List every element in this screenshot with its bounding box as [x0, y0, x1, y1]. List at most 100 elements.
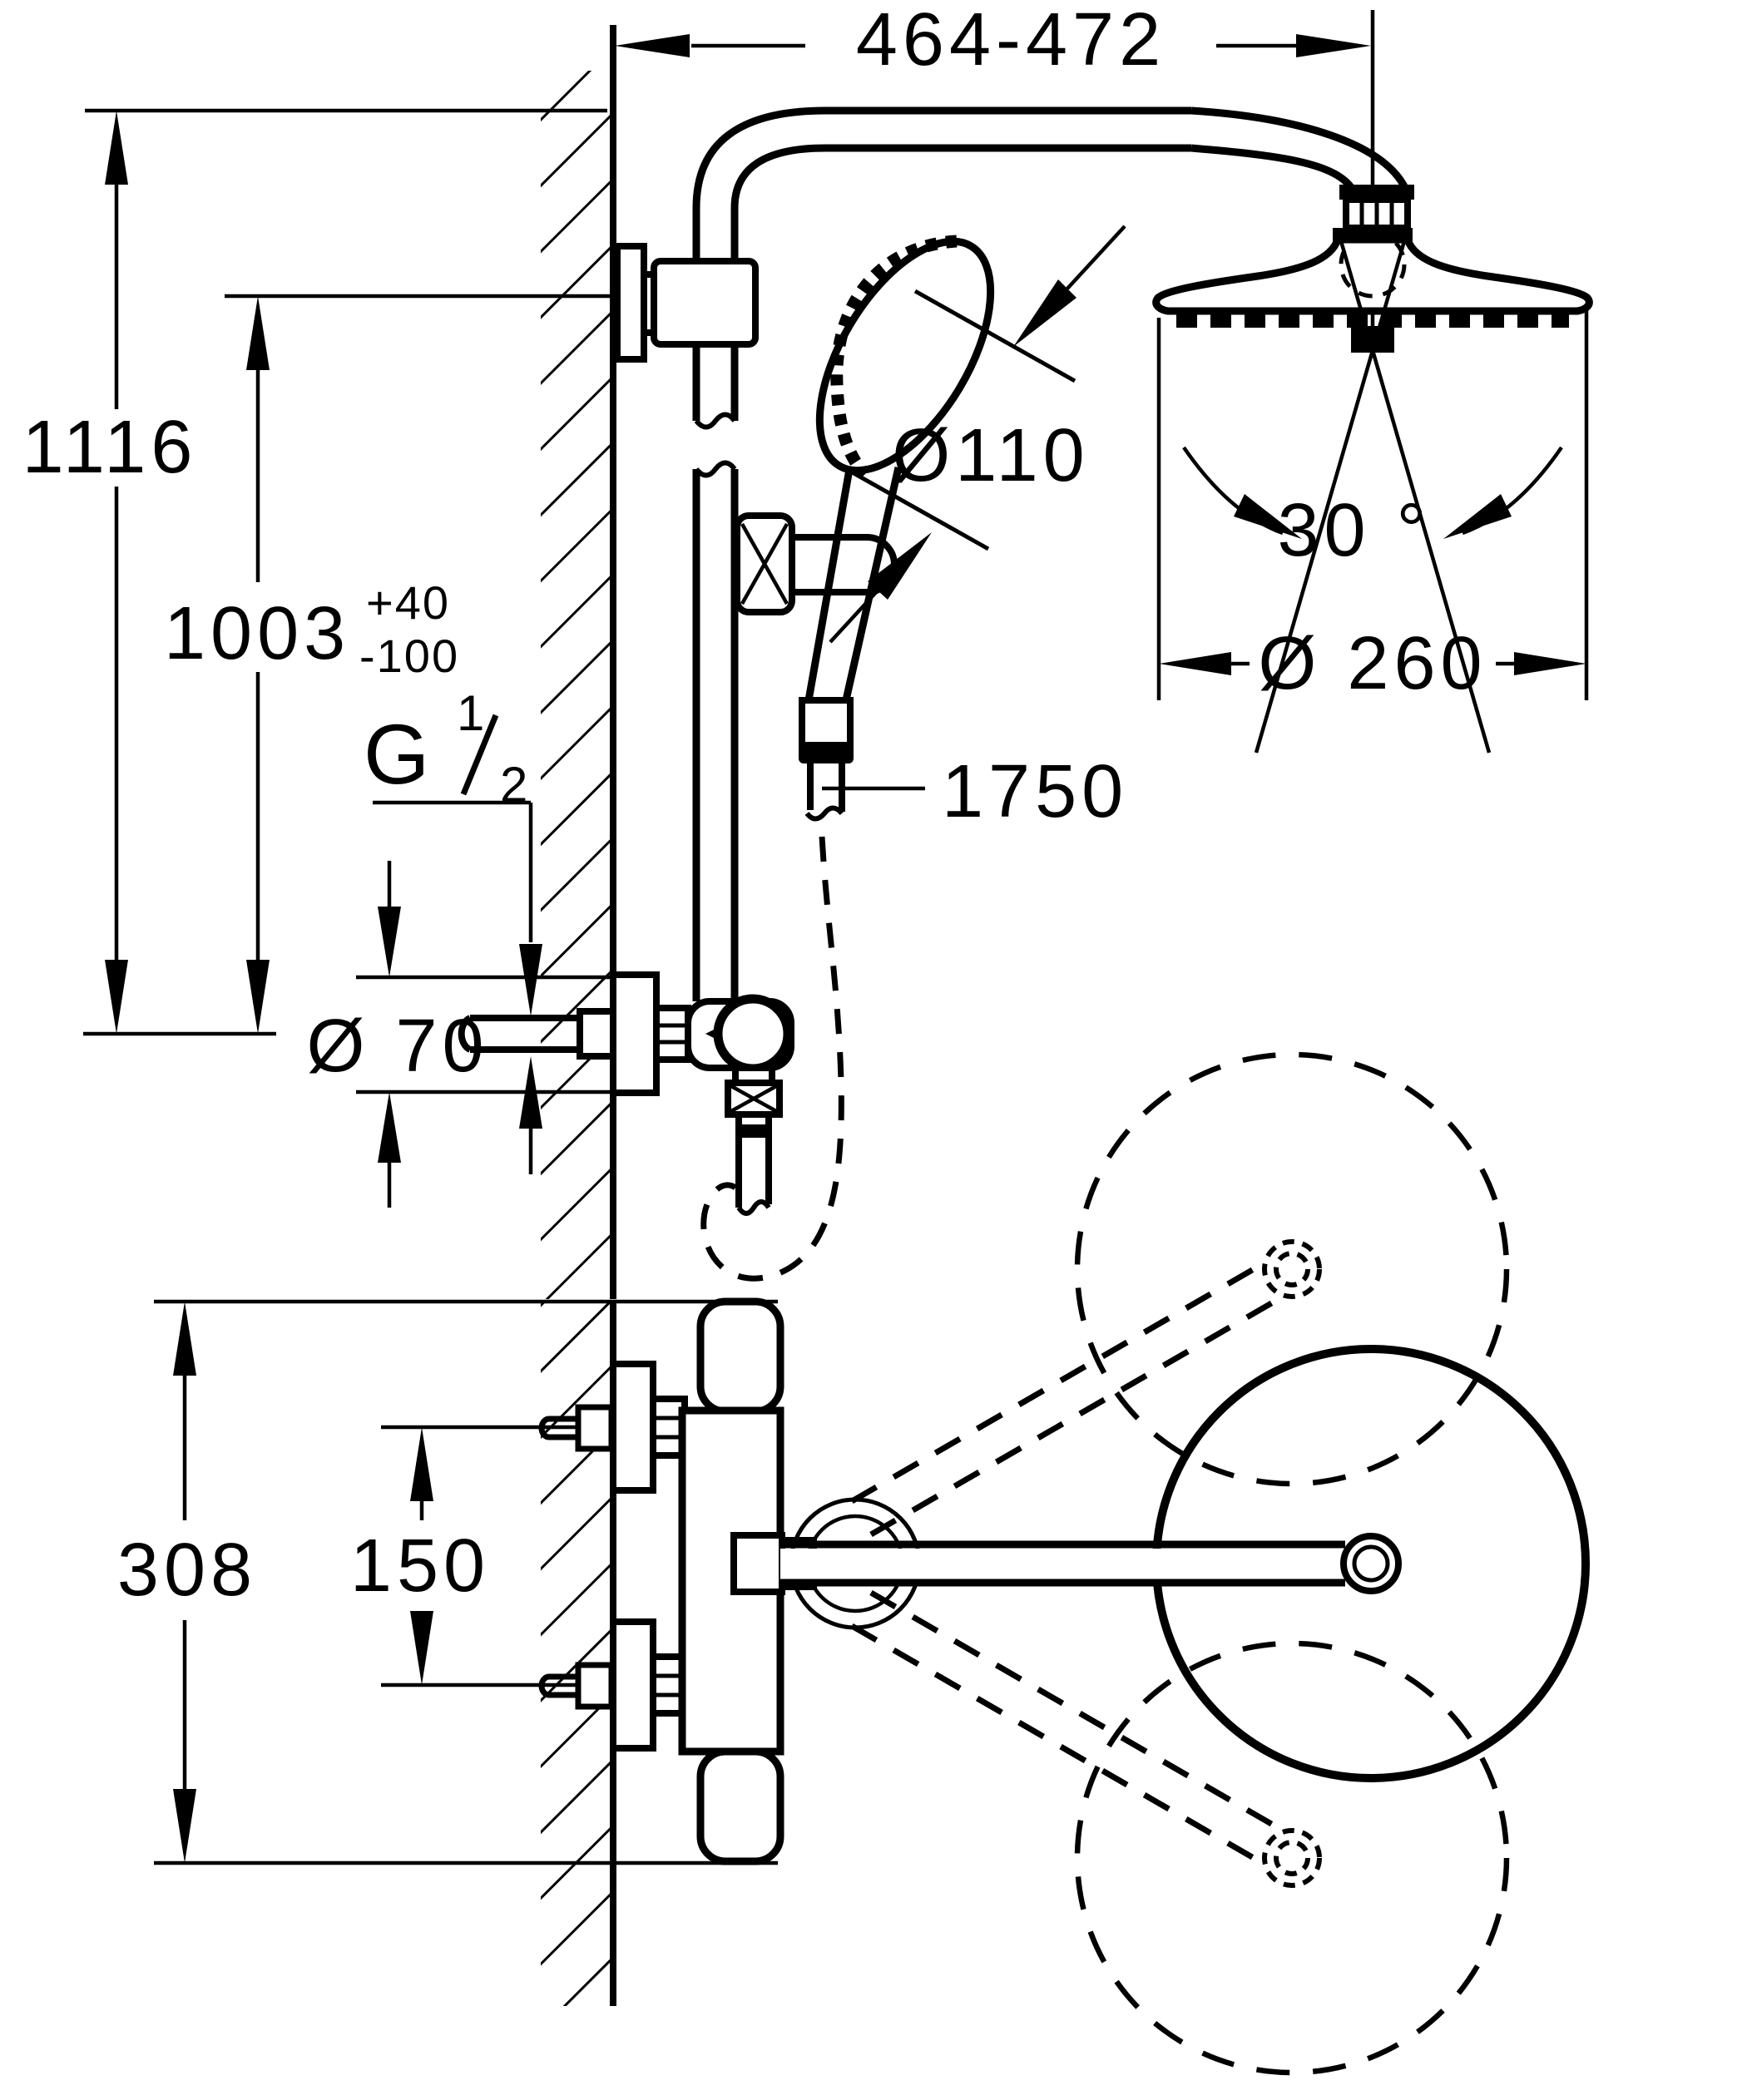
- arrow-left-icon: [1443, 494, 1512, 539]
- top-pipe: [825, 106, 1191, 152]
- swivel-circle-lower: [1074, 1640, 1510, 2076]
- hex-nut-facets: [656, 1023, 688, 1045]
- handshower-spray-face: [830, 235, 958, 479]
- pipe-end-cap: [458, 1015, 472, 1053]
- wall-hatching: [541, 71, 613, 1299]
- escutcheon-bottom: [610, 1618, 656, 1752]
- handle-bottom: [696, 1747, 784, 1865]
- arm-bend-inner: [1190, 144, 1356, 192]
- arrow-down-icon: [173, 1789, 196, 1863]
- supply-stub-top: [538, 1416, 578, 1440]
- swivel-arm-lower: [850, 1589, 1274, 1861]
- arrow-down-icon: [378, 907, 401, 977]
- dim-escutcheon-diameter-label: Ø 70: [306, 1005, 488, 1088]
- arrow-left-icon: [615, 34, 690, 57]
- swivel-arm-upper: [850, 1266, 1274, 1538]
- dim-rail-height-label: 1003: [164, 592, 350, 675]
- union-top: [575, 1404, 615, 1452]
- swivel-hub-upper-outer: [1262, 1239, 1322, 1299]
- dim-swivel-angle-label: 30 °: [1277, 489, 1431, 572]
- escutcheon: [610, 971, 660, 1096]
- clamp-knurl-pattern: [740, 522, 789, 605]
- dim-connection-spacing-label: 150: [350, 1524, 490, 1608]
- fraction-slash: [460, 714, 499, 796]
- hose-break-symbol: [736, 1199, 771, 1216]
- hose-band: [737, 1124, 770, 1138]
- arrow-up-icon: [105, 111, 128, 185]
- front-elevation-view: 464-472 1116 1003 +40 -100 G 1: [22, 0, 1593, 1299]
- arm-hub-inner: [1352, 1544, 1390, 1583]
- arrow-right-icon: [1514, 652, 1586, 675]
- arm-mask: [780, 1549, 1354, 1580]
- dim-handshower-diameter-label: Ø110: [892, 414, 1090, 497]
- dim-rail-height-tol-minus: -100: [359, 630, 459, 682]
- dim-hose-length-label: 1750: [942, 750, 1128, 833]
- arm-bend-outer: [1190, 106, 1410, 192]
- dimension-escutcheon-diameter: Ø 70: [306, 861, 657, 1208]
- arrow-up-right-icon: [868, 532, 932, 600]
- escutcheon-top: [610, 1361, 656, 1494]
- swivel-range-dashed: [850, 1051, 1510, 2076]
- holder-collar: [651, 258, 759, 348]
- ball-joint-dashed: [1339, 230, 1407, 299]
- extension-stroke-upper: [913, 289, 1076, 383]
- headshower-dome: [1152, 235, 1593, 315]
- connector-flange-bottom: [1333, 228, 1413, 241]
- dim-total-height-label: 1116: [22, 406, 198, 489]
- extension-stroke-lower: [827, 457, 990, 551]
- dimension-total-height: 1116: [22, 108, 607, 1036]
- arrow-down-icon: [410, 1611, 433, 1685]
- handle-top: [696, 1297, 784, 1416]
- spray-cone-lines: [1254, 240, 1492, 754]
- hose-break-symbol: [804, 805, 844, 822]
- arrow-tail-lower: [829, 589, 879, 644]
- arrow-tail-upper: [1066, 225, 1126, 290]
- arrow-down-icon: [519, 944, 542, 1016]
- arrow-down-icon: [105, 960, 128, 1034]
- handshower-handle: [804, 445, 903, 704]
- top-plan-view: 308 150: [117, 1051, 1590, 2076]
- dimension-wall-to-headshower: 464-472: [615, 0, 1375, 181]
- swivel-hub-upper-inner: [1274, 1251, 1310, 1287]
- hose-connector-band: [799, 744, 854, 763]
- dim-headshower-diameter-label: Ø 260: [1258, 622, 1487, 705]
- wall-supply-connection: [458, 971, 794, 1216]
- swivel-circle-upper: [1074, 1051, 1510, 1487]
- rail-break-symbol: [694, 412, 737, 478]
- arrow-right-icon: [1296, 34, 1371, 57]
- rail-top-bend-inner: [730, 144, 826, 209]
- swivel-hub-lower-inner: [1274, 1840, 1310, 1876]
- arrow-up-icon: [173, 1302, 196, 1376]
- rail-top-bend-outer: [692, 106, 826, 209]
- supply-stub-bottom: [538, 1673, 578, 1698]
- leader-line: [373, 800, 533, 942]
- shower-hose-dashed-loop: [700, 836, 844, 1282]
- arrow-up-icon: [246, 296, 270, 370]
- dimension-headshower-diameter: Ø 260: [1156, 308, 1589, 705]
- rail-wall-holder: [614, 243, 759, 363]
- dim-rail-height-tol-plus: +40: [366, 576, 450, 629]
- dim-wall-to-headshower-label: 464-472: [856, 0, 1166, 82]
- arrow-down-left-icon: [1013, 279, 1076, 347]
- tee-pivot-ring: [713, 994, 793, 1074]
- union-fitting: [577, 1008, 616, 1060]
- rail-lower-section: [692, 469, 739, 1001]
- shower-arm-plan: [780, 1540, 1345, 1587]
- knurl-pattern: [730, 1085, 778, 1113]
- arrow-up-icon: [378, 1092, 401, 1163]
- supply-pipe-stub: [470, 1015, 580, 1053]
- dimension-connection-spacing: 150: [350, 1425, 682, 1687]
- hose-length-callout: 1750: [822, 750, 1128, 833]
- head-shower: [1152, 181, 1593, 754]
- dimension-handshower-diameter: Ø110: [827, 225, 1126, 644]
- swivel-hub-lower-outer: [1262, 1828, 1322, 1888]
- dimension-thermostat-width: 308: [117, 1299, 778, 1865]
- arrow-left-icon: [1159, 652, 1231, 675]
- union-bottom: [575, 1662, 615, 1710]
- dimension-swivel-angle: 30 °: [1182, 446, 1563, 572]
- holder-wall-plate: [614, 243, 647, 363]
- handle-end: [799, 697, 854, 749]
- hand-shower: [799, 235, 995, 822]
